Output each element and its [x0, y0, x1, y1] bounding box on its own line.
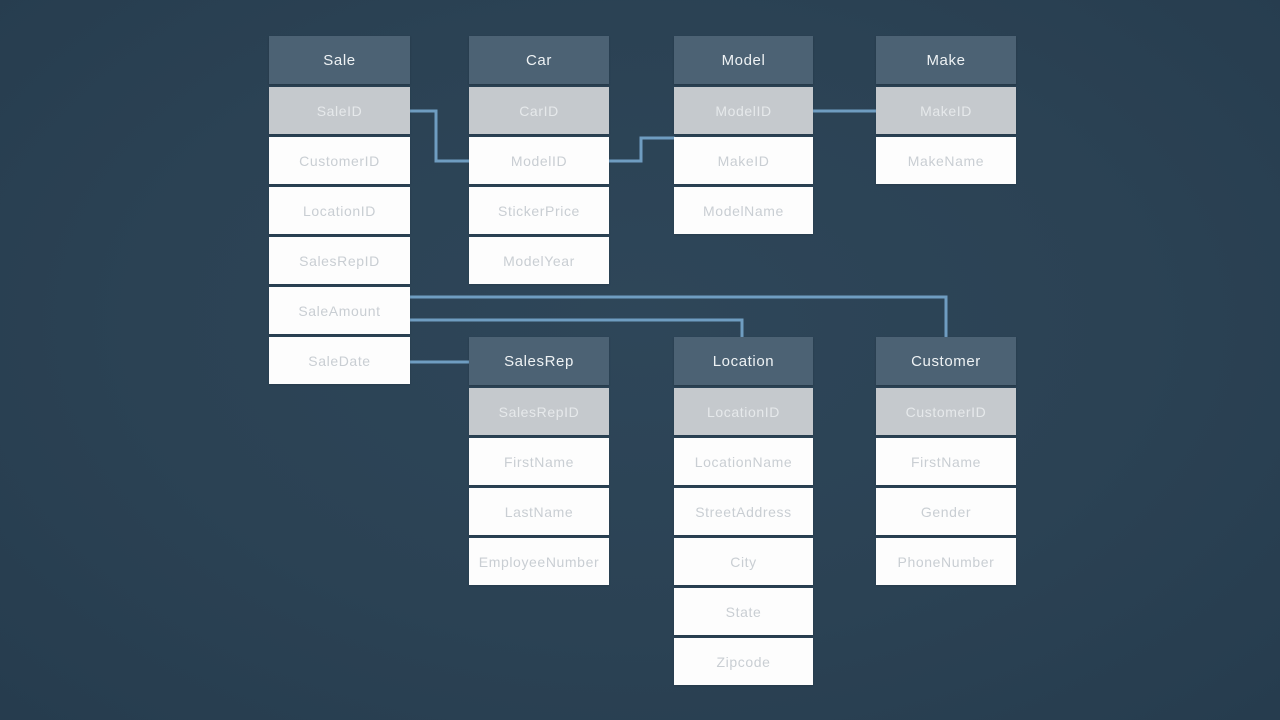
- field-row: ModelYear: [469, 237, 609, 284]
- field-row: City: [674, 538, 813, 585]
- field-row: SaleAmount: [269, 287, 410, 334]
- field-row: StickerPrice: [469, 187, 609, 234]
- table-title: SalesRep: [469, 337, 609, 385]
- field-row: FirstName: [876, 438, 1016, 485]
- field-row: LocationID: [269, 187, 410, 234]
- field-row: EmployeeNumber: [469, 538, 609, 585]
- field-row: SalesRepID: [269, 237, 410, 284]
- primary-key-row: CarID: [469, 87, 609, 134]
- table-title: Location: [674, 337, 813, 385]
- connector-sale-to-location: [408, 318, 744, 340]
- primary-key-row: CustomerID: [876, 388, 1016, 435]
- field-row: Zipcode: [674, 638, 813, 685]
- field-row: Gender: [876, 488, 1016, 535]
- field-row: LastName: [469, 488, 609, 535]
- primary-key-row: SalesRepID: [469, 388, 609, 435]
- connector-sale-to-customer: [408, 295, 948, 340]
- table-title: Car: [469, 36, 609, 84]
- connector-car-modelid-to-model-modelid: [607, 136, 676, 163]
- field-row: FirstName: [469, 438, 609, 485]
- field-row: CustomerID: [269, 137, 410, 184]
- field-row: LocationName: [674, 438, 813, 485]
- primary-key-row: ModelID: [674, 87, 813, 134]
- primary-key-row: LocationID: [674, 388, 813, 435]
- field-row: PhoneNumber: [876, 538, 1016, 585]
- field-row: ModelName: [674, 187, 813, 234]
- primary-key-row: MakeID: [876, 87, 1016, 134]
- primary-key-row: SaleID: [269, 87, 410, 134]
- field-row: State: [674, 588, 813, 635]
- field-row: ModelID: [469, 137, 609, 184]
- field-row: StreetAddress: [674, 488, 813, 535]
- connector-sale-saleid-to-car-modelid: [408, 109, 471, 163]
- table-title: Model: [674, 36, 813, 84]
- table-title: Sale: [269, 36, 410, 84]
- table-title: Make: [876, 36, 1016, 84]
- field-row: MakeID: [674, 137, 813, 184]
- table-title: Customer: [876, 337, 1016, 385]
- field-row: MakeName: [876, 137, 1016, 184]
- field-row: SaleDate: [269, 337, 410, 384]
